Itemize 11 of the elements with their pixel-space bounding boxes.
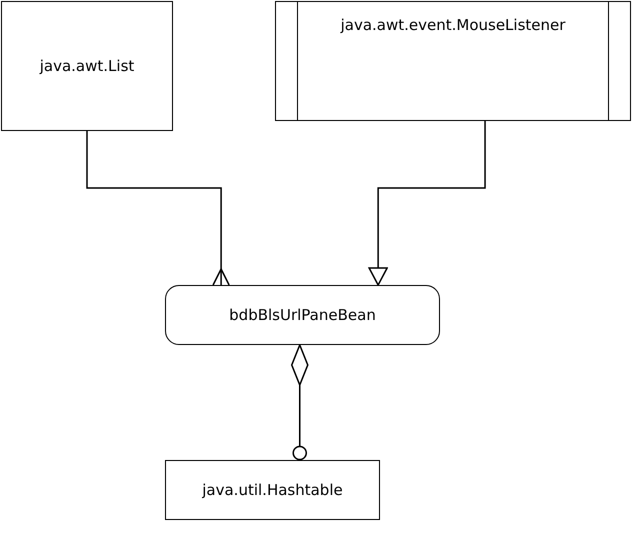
connector <box>291 344 308 460</box>
rounded-box <box>165 285 440 345</box>
class-box <box>1 1 173 131</box>
class-box <box>165 460 380 520</box>
class-name: java.util.Hashtable <box>202 480 343 501</box>
interface-box <box>275 1 631 121</box>
class-name: java.awt.List <box>40 56 134 77</box>
class-name: java.awt.event.MouseListener <box>340 15 566 36</box>
connector <box>368 121 486 286</box>
class-name: bdbBlsUrlPaneBean <box>229 305 376 326</box>
connector <box>86 131 230 286</box>
